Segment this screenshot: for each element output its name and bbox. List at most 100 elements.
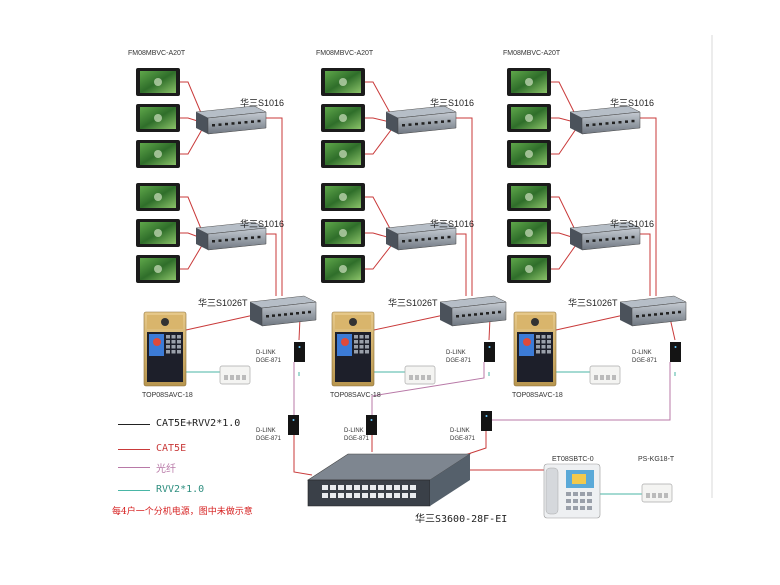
switch-port [605,122,609,125]
keypad-key [166,340,170,344]
keypad-key [177,350,181,354]
monitor-logo-icon [525,193,533,201]
switch-port [415,238,418,242]
b3-wire-monitor [551,81,579,121]
keypad-key [166,350,170,354]
b3-converter-label-2: DGE-871 [632,358,658,364]
b3-indoor-monitor [507,68,551,96]
switch-port [592,123,596,126]
media-converter [484,342,495,362]
core-switch-port [394,493,400,498]
switch-port [636,315,639,318]
guard-key [587,499,592,503]
guard-key [580,499,585,503]
power-terminal [409,375,413,380]
b1-indoor-monitor [136,140,180,168]
b1-indoor-monitor [136,255,180,283]
switch-port [428,237,431,241]
wires-layer [180,81,676,495]
switch-port [447,119,451,123]
b2-wire-door [373,314,445,331]
switch-port [648,313,651,317]
b3-door-station-label: TOP08SAVC-18 [512,392,563,399]
power-terminal [421,375,425,380]
switch-side [250,302,262,326]
guard-key [566,499,571,503]
core-switch-port [386,485,392,490]
switch-port [244,237,248,240]
b2-switch-mid [385,221,457,251]
core-switch-port [370,485,376,490]
switch-port [284,313,287,316]
monitor-logo-icon [154,150,162,158]
keypad-key [541,335,546,339]
b1-switch-mid-label: 华三S1016 [240,219,285,229]
monitor-logo-icon [525,265,533,273]
keypad-key [547,345,551,349]
b1-wire-door [185,314,255,331]
switch-port [474,313,477,316]
b1-converter-label-1: D-LINK [256,350,276,356]
media-converter [481,411,492,431]
monitor-logo-icon [339,78,347,86]
b2-door-station [331,311,375,387]
power-terminal [415,375,419,380]
b1-wire-monitor [180,196,205,237]
guard-key [566,492,571,496]
keypad-key [166,345,170,349]
guard-power-label: PS-KG18-T [638,456,675,463]
monitor-logo-icon [154,78,162,86]
b1-switch-mid [195,221,267,251]
guard-key [573,499,578,503]
monitor-logo-icon [154,193,162,201]
switch-port [631,235,635,239]
switch-port [415,122,418,126]
switch-port [218,239,222,242]
core-switch-port [402,493,408,498]
keypad-key [354,335,358,339]
keypad-key [541,340,546,344]
switch-front [261,301,317,327]
core-converter-mid [366,415,377,435]
media-converter [366,415,377,435]
b3-wire-uplink [638,117,657,296]
b2-switch-top-label: 华三S1016 [430,98,475,108]
switch-port [605,238,609,241]
core-switch-side [430,454,470,506]
guard-station [543,463,601,519]
keypad-key [177,345,181,349]
core-switch-port [346,485,352,490]
switch-side [196,228,208,250]
b1-switch-agg [249,295,317,327]
switch-port [642,314,645,317]
converter-led-icon [674,346,677,348]
core-switch-port [322,485,328,490]
b1-wire-monitor [180,81,205,121]
keypad-key [177,340,181,344]
camera-icon [531,318,539,326]
b1-wire-monitor [180,241,205,270]
b3-wire-monitor [551,125,579,155]
b3-indoor-monitor [507,183,551,211]
core-switch-port [378,493,384,498]
core-switch-port [370,493,376,498]
core-switch-port [394,485,400,490]
guard-key [580,492,585,496]
monitor-logo-icon [154,114,162,122]
power-terminal [594,375,598,380]
guard-key [587,506,592,510]
monitor-logo-icon [525,229,533,237]
b1-switch-top [195,105,267,135]
power-terminal [664,493,668,498]
converter-led-icon [292,419,295,421]
monitor-logo-icon [339,229,347,237]
keypad-key [166,335,170,339]
switch-port [402,124,405,127]
b2-door-station-label: TOP08SAVC-18 [330,392,381,399]
switch-port [599,122,602,126]
keypad-key [536,350,540,354]
switch-front [207,111,267,135]
door-screen-icon [341,338,349,346]
core-switch-port [410,485,416,490]
core-converter-right-label-2: DGE-871 [450,436,476,442]
